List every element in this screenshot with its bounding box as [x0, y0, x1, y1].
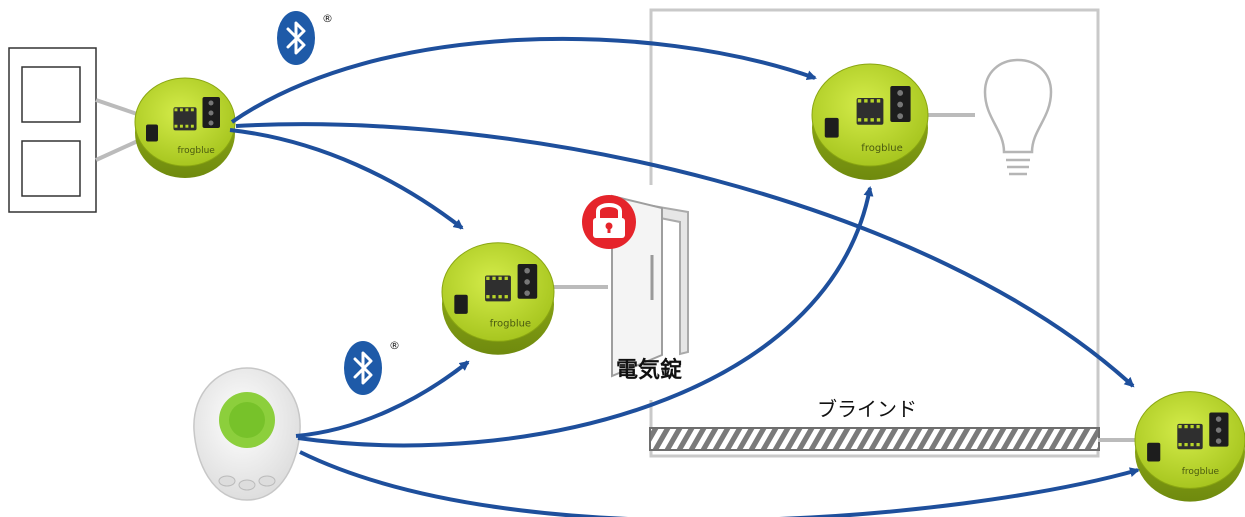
registered-mark: ® — [322, 12, 333, 25]
connection-arrows — [229, 36, 1140, 517]
arrow-switch-to-blind — [235, 122, 1135, 388]
arrow-fob-to-blind — [299, 450, 1140, 517]
blind-label: ブラインド — [817, 397, 917, 421]
frogblue-module-blind: frogblue — [1134, 391, 1245, 502]
frogblue-module-switch: frogblue — [134, 77, 236, 178]
arrow-switch-to-light — [230, 36, 817, 124]
lightbulb-icon — [983, 58, 1053, 176]
wall-switch-icon — [8, 47, 97, 213]
arrow-fob-to-lock — [295, 360, 470, 438]
wires — [95, 98, 1135, 442]
arrow-switch-to-lock — [229, 128, 464, 230]
electric-lock-label: 電気錠 — [616, 357, 682, 383]
blind-icon — [649, 427, 1100, 451]
registered-mark: ® — [389, 339, 400, 352]
brand-label: frogblue — [1182, 467, 1220, 477]
remote-fob-icon — [193, 367, 301, 501]
arrow-fob-to-light — [297, 186, 874, 448]
brand-label: frogblue — [178, 146, 216, 156]
brand-label: frogblue — [861, 143, 903, 154]
frogblue-module-lock: frogblue — [441, 242, 555, 355]
bluetooth-icon — [344, 341, 382, 395]
brand-label: frogblue — [490, 319, 531, 330]
frogblue-module-light: frogblue — [811, 63, 929, 180]
module-layer: frogblue frogblue frogblue frogblue — [134, 63, 1245, 502]
bluetooth-icon — [277, 11, 315, 65]
lock-icon — [582, 195, 636, 249]
